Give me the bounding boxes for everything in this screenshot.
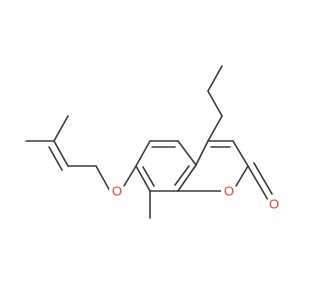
bond-layer bbox=[25, 65, 273, 219]
bond-c4a-c5 bbox=[177, 140, 197, 166]
ring-oxygen-atom: O bbox=[221, 183, 237, 199]
bond-c4a-c4 bbox=[195, 140, 209, 166]
bond-ch-c-double-1 bbox=[53, 140, 69, 167]
bond-c3-c2 bbox=[232, 140, 249, 167]
bond-c2-carbonyl-double bbox=[253, 162, 273, 195]
bond-c-methyl-b bbox=[53, 115, 69, 142]
ring-oxygen-label: O bbox=[224, 184, 234, 199]
bond-c7-c8-double bbox=[142, 166, 155, 187]
bond-propyl-2 bbox=[207, 90, 223, 117]
carbonyl-oxygen-label: O bbox=[269, 197, 279, 212]
ether-oxygen-label: O bbox=[112, 184, 122, 199]
atom-label-layer: O O O bbox=[109, 183, 282, 212]
bond-c8a-c4a bbox=[177, 164, 197, 192]
bond-propyl-3 bbox=[207, 65, 223, 92]
bond-c2-carbonyl bbox=[247, 165, 269, 201]
bond-c7-ether-o bbox=[123, 165, 137, 187]
ether-oxygen-atom: O bbox=[109, 183, 125, 199]
bond-c2-o1 bbox=[235, 165, 249, 187]
bond-c8a-c4a-double bbox=[174, 165, 190, 186]
bond-c6-c7 bbox=[135, 140, 151, 167]
bond-c7-c8 bbox=[135, 165, 151, 192]
molecule-diagram: O O O bbox=[25, 65, 282, 219]
bond-ether-o-ch2 bbox=[95, 165, 111, 192]
bond-ch-c-double-2 bbox=[48, 146, 63, 171]
carbonyl-oxygen-atom: O bbox=[266, 196, 282, 212]
bond-propyl-1 bbox=[207, 115, 223, 142]
